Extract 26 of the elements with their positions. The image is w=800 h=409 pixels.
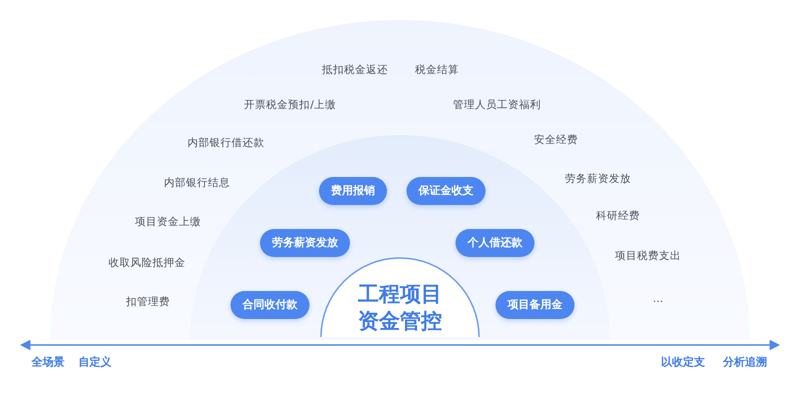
category-pill: 费用报销 (319, 177, 387, 205)
item-label: 税金结算 (415, 63, 459, 77)
item-label: 抵扣税金返还 (322, 63, 388, 77)
axis-label: 全场景 (32, 354, 64, 370)
category-pill: 项目备用金 (496, 291, 574, 319)
item-label: 扣管理费 (126, 295, 170, 309)
item-label: 收取风险抵押金 (108, 256, 186, 270)
item-label: 内部银行结息 (164, 176, 230, 190)
item-label: 内部银行借还款 (188, 136, 264, 150)
category-pill: 个人借还款 (456, 229, 534, 257)
item-label: 科研经费 (596, 209, 640, 223)
category-pill: 合同收付款 (230, 291, 310, 319)
category-pill: 保证金收支 (406, 177, 486, 205)
item-label: 项目资金上缴 (135, 215, 201, 229)
item-label: 劳务薪资发放 (565, 172, 631, 186)
category-pill: 劳务薪资发放 (260, 229, 350, 257)
semicircle-node (320, 255, 480, 337)
center-title: 工程项目资金管控 (357, 281, 443, 335)
axis-label: 分析追溯 (723, 354, 767, 370)
item-label: 管理人员工资福利 (453, 98, 541, 112)
axis-label: 自定义 (78, 354, 112, 370)
item-label: 项目税费支出 (615, 249, 681, 263)
axis-label: 以收定支 (661, 354, 705, 370)
item-label: … (652, 293, 664, 305)
item-label: 开票税金预扣/上缴 (244, 98, 336, 112)
item-label: 安全经费 (534, 133, 578, 147)
